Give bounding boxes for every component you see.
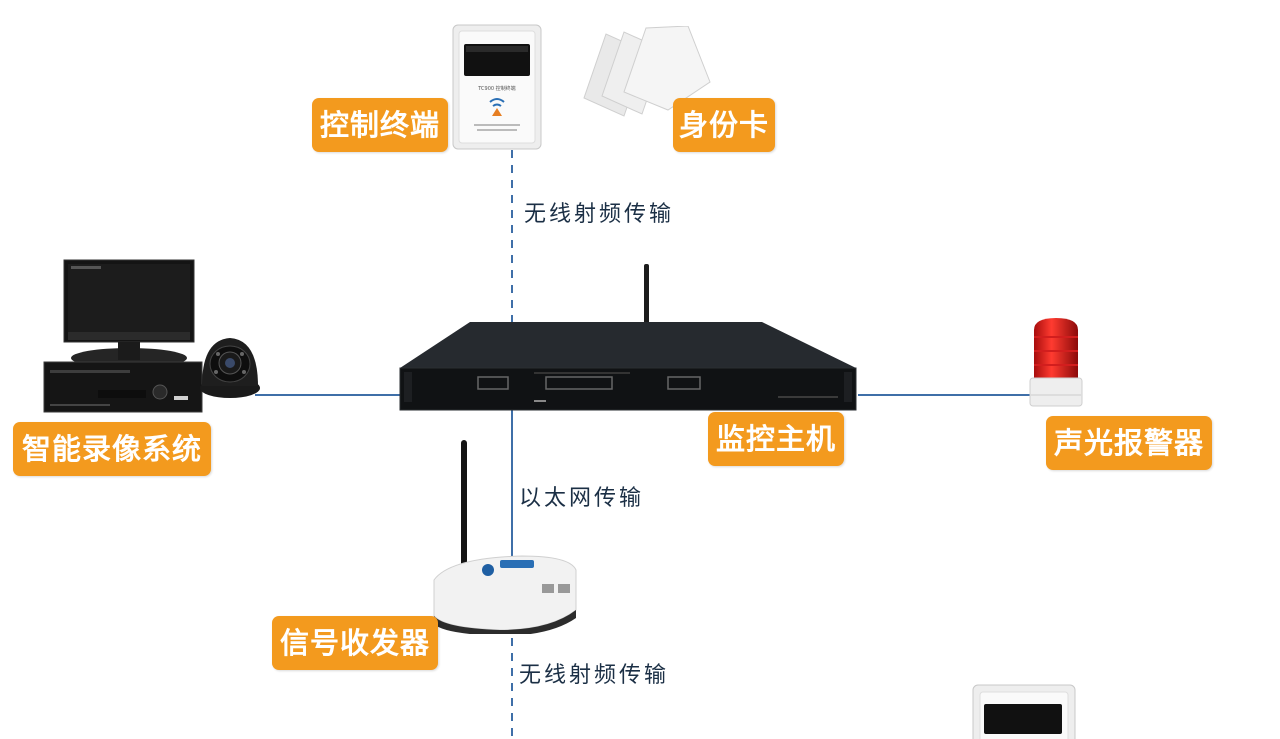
- wireless-router-icon: [433, 440, 577, 634]
- link-text-wireless-top: 无线射频传输: [524, 202, 675, 227]
- label-control-terminal: 控制终端: [312, 98, 448, 152]
- dome-camera-icon: [200, 338, 260, 398]
- dvr-monitor-icon: [43, 259, 203, 413]
- label-id-card: 身份卡: [673, 98, 775, 152]
- control-terminal-device-icon: TC900 控制终端: [452, 24, 542, 150]
- label-monitor-host: 监控主机: [708, 412, 844, 466]
- link-text-ethernet: 以太网传输: [519, 486, 645, 511]
- alarm-beacon-icon: [1029, 318, 1083, 407]
- link-text-wireless-bottom: 无线射频传输: [519, 663, 670, 688]
- label-alarm: 声光报警器: [1046, 416, 1212, 470]
- terminal-screen-text: TC900 控制终端: [477, 85, 515, 92]
- rack-host-icon: [399, 264, 857, 411]
- label-smart-recording: 智能录像系统: [13, 422, 211, 476]
- control-terminal-device-icon-partial: [972, 684, 1076, 739]
- id-card-stack-icon: [583, 26, 711, 117]
- label-transceiver: 信号收发器: [272, 616, 438, 670]
